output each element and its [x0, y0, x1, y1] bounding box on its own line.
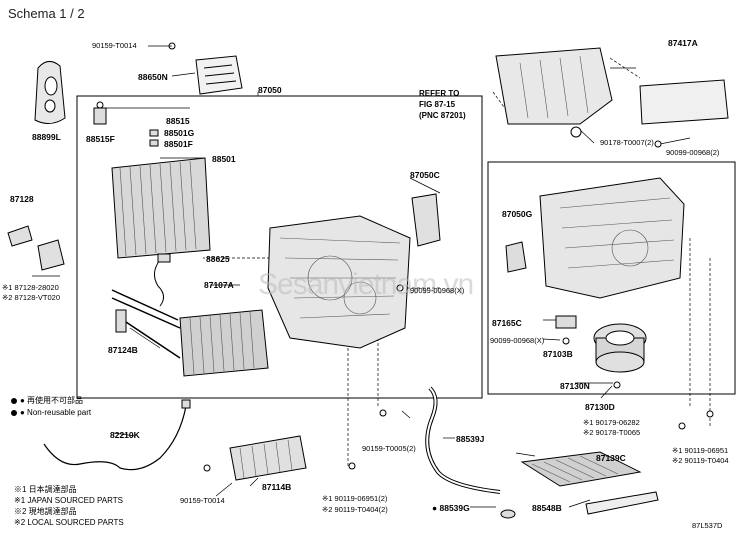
part-label[interactable]: 87165C: [492, 318, 522, 328]
parts-diagram: Sesanvietnam.vn REFER TO FIG 87-15 (PNC …: [0, 28, 743, 555]
assembly-box-87130d: [487, 161, 736, 395]
legend-note2-en: ※2 LOCAL SOURCED PARTS: [14, 518, 124, 527]
part-label[interactable]: 88515F: [86, 134, 115, 144]
part-label[interactable]: 88515: [166, 116, 190, 126]
diagram-code: 87L537D: [692, 521, 723, 530]
legend-note1-jp: ※1 日本調達部品: [14, 485, 77, 494]
part-label[interactable]: 87128: [10, 194, 34, 204]
part-label[interactable]: 88501G: [164, 128, 195, 138]
part-label[interactable]: 87050G: [502, 209, 533, 219]
part-label[interactable]: 87124B: [108, 345, 138, 355]
part-label[interactable]: ※2 87128-VT020: [2, 293, 60, 302]
filter-87139c: [520, 451, 642, 487]
part-label[interactable]: 90099-00968(2): [666, 148, 720, 157]
part-label[interactable]: 90178-T0007(2): [600, 138, 654, 147]
header-bar: Schema 1 / 2: [0, 0, 743, 28]
legend-nonreuse-en: ● Non-reusable part: [20, 408, 92, 417]
heater-87114b: [229, 435, 307, 481]
evaporator-88501: [111, 157, 211, 259]
actuator-87050g: [505, 241, 527, 273]
part-label[interactable]: ※2 90119-T0404: [672, 456, 729, 465]
part-label[interactable]: 88539J: [456, 434, 485, 444]
part-label[interactable]: 88548B: [532, 503, 562, 513]
part-label[interactable]: ※1 90119-06951: [672, 446, 729, 455]
part-label[interactable]: 87139C: [596, 453, 626, 463]
part-label[interactable]: 88625: [206, 254, 230, 264]
refer-line-2: FIG 87-15: [419, 100, 456, 109]
heater-core-87107a: [111, 289, 269, 377]
part-label[interactable]: 90159-T0005(2): [362, 444, 416, 453]
refer-note: REFER TO FIG 87-15 (PNC 87201): [419, 88, 466, 121]
part-label[interactable]: 88899L: [32, 132, 61, 142]
sensor-88625: [154, 253, 171, 307]
screws: [203, 140, 714, 472]
part-label[interactable]: ※2 90178-T0065: [583, 428, 641, 437]
part-label[interactable]: 88501F: [164, 139, 193, 149]
part-label[interactable]: 90099-00968(X): [490, 336, 545, 345]
part-label[interactable]: 82210K: [110, 430, 140, 440]
cover-87417a: [639, 79, 729, 125]
legend-note1-en: ※1 JAPAN SOURCED PARTS: [14, 496, 123, 505]
part-label[interactable]: 87107A: [204, 280, 234, 290]
harness-82210k: [43, 405, 187, 471]
part-87128: [7, 225, 65, 271]
assembly-box-87050: [76, 95, 483, 399]
part-label[interactable]: 87103B: [543, 349, 573, 359]
expansion-valve-88515: [93, 101, 159, 147]
part-label[interactable]: 87417A: [668, 38, 698, 48]
watermark: Sesanvietnam.vn: [258, 268, 474, 301]
part-label[interactable]: 87050C: [410, 170, 440, 180]
bracket-87124b: [115, 309, 127, 333]
blower-motor-87103b: [593, 323, 647, 373]
part-label[interactable]: 90159-T0014: [180, 496, 225, 505]
part-label[interactable]: 88650N: [138, 72, 168, 82]
blower-housing-87130d: [539, 177, 685, 299]
part-label[interactable]: 90099-00968(X): [410, 286, 465, 295]
part-label[interactable]: 90159-T0014: [92, 41, 137, 50]
remote-88899l: [34, 61, 66, 124]
plug-88539g: [500, 509, 516, 519]
part-label[interactable]: ※1 87128-28020: [2, 283, 59, 292]
legend-nonreuse-jp: ● 再使用不可部品: [20, 396, 84, 405]
part-label[interactable]: ※2 90119-T0404(2): [322, 505, 388, 514]
diagram-drawing: [7, 42, 736, 519]
part-label[interactable]: 87130N: [560, 381, 590, 391]
legend-note2-jp: ※2 現地調達部品: [14, 507, 77, 516]
actuator-87050c: [411, 193, 441, 247]
module-88650n: [195, 55, 243, 95]
refer-line-1: REFER TO: [419, 89, 460, 98]
duct-top: [495, 47, 613, 138]
schema-title: Schema 1 / 2: [8, 6, 85, 21]
part-label[interactable]: ※1 90119-06951(2): [322, 494, 388, 503]
part-label[interactable]: 87114B: [262, 482, 292, 492]
part-label[interactable]: 88501: [212, 154, 236, 164]
bolt-icon: [168, 42, 176, 50]
part-label[interactable]: 87050: [258, 85, 282, 95]
refer-line-3: (PNC 87201): [419, 111, 466, 120]
cover-88548b: [585, 491, 659, 515]
part-label[interactable]: ※1 90179-06282: [583, 418, 640, 427]
part-label[interactable]: 87130D: [585, 402, 615, 412]
resistor-87165c: [555, 315, 577, 329]
part-label[interactable]: ● 88539G: [432, 503, 470, 513]
hvac-unit-87050: [267, 215, 411, 349]
